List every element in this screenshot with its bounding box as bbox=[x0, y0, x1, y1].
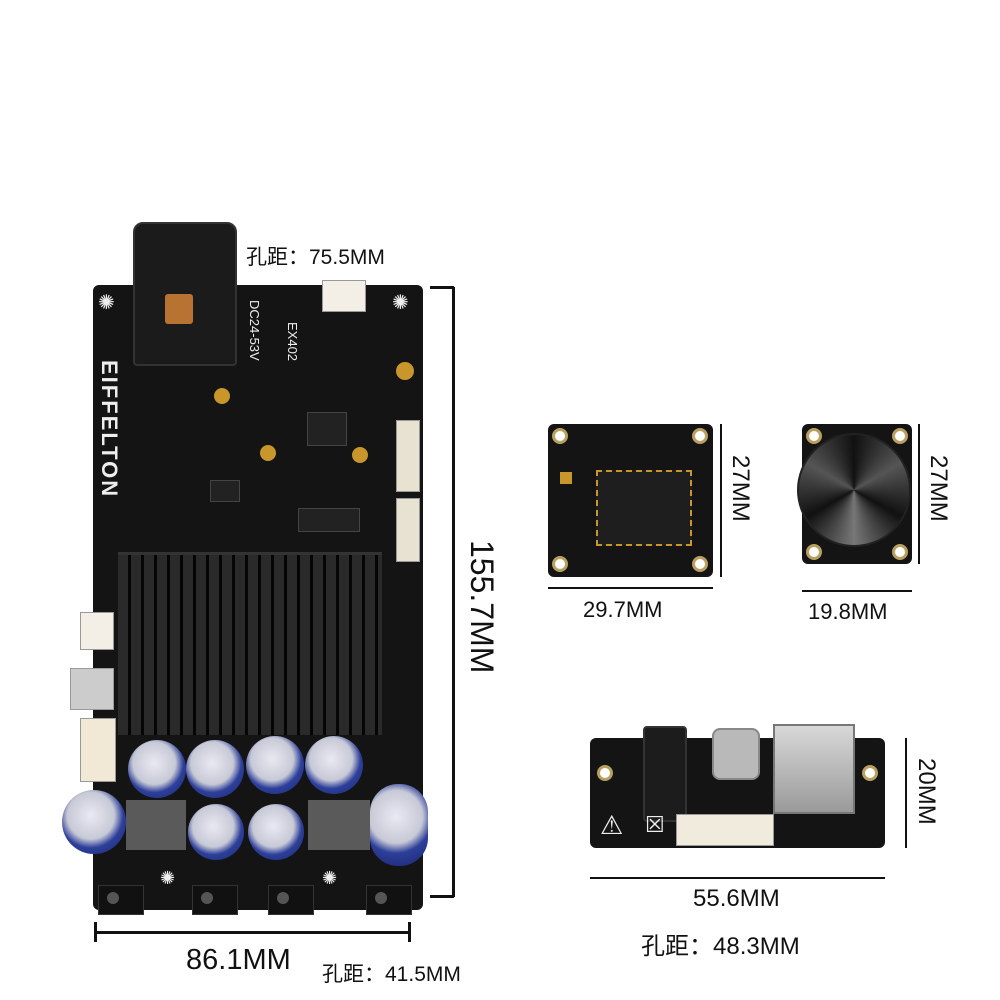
power-rating-silkscreen: DC24-53V bbox=[247, 300, 262, 361]
antenna-pad bbox=[560, 472, 572, 484]
width-dim-tick-right bbox=[408, 922, 411, 942]
corner-mark-icon: ✺ bbox=[392, 292, 409, 314]
io-width-dim-line bbox=[590, 877, 885, 879]
capacitor bbox=[248, 804, 304, 860]
io-hole-spacing-label: 孔距：48.3MM bbox=[641, 933, 800, 960]
mount-hole bbox=[892, 544, 908, 560]
audio-jack bbox=[643, 726, 687, 822]
io-height-dim-line bbox=[905, 738, 907, 848]
width-dim-line bbox=[94, 931, 410, 934]
corner-mark-icon: ✺ bbox=[322, 868, 338, 888]
usb-c-port bbox=[712, 728, 760, 780]
corner-mark-icon: ✺ bbox=[98, 292, 115, 314]
capacitor bbox=[246, 736, 304, 794]
width-dim-tick-left bbox=[94, 922, 97, 942]
weee-bin-icon: ☒ bbox=[645, 812, 665, 837]
height-dim-line bbox=[452, 287, 455, 897]
hole-spacing-bottom-label: 孔距：41.5MM bbox=[322, 963, 461, 986]
left-connector bbox=[80, 612, 114, 650]
left-connector bbox=[70, 668, 114, 710]
knob-width-label: 19.8MM bbox=[808, 599, 888, 624]
height-label: 155.7MM bbox=[464, 540, 500, 674]
capacitor bbox=[188, 804, 244, 860]
capacitor bbox=[128, 740, 186, 798]
gold-standoff bbox=[260, 445, 276, 461]
mount-hole bbox=[552, 428, 568, 444]
bt-height-label: 27MM bbox=[727, 455, 754, 522]
gold-standoff bbox=[396, 362, 414, 380]
mount-hole bbox=[692, 428, 708, 444]
dsp-chip bbox=[307, 412, 347, 446]
side-ribbon-connector bbox=[396, 498, 420, 562]
mount-hole bbox=[862, 765, 878, 781]
brand-silkscreen: EIFFELTON bbox=[97, 360, 122, 499]
io-width-label: 55.6MM bbox=[693, 885, 780, 912]
bt-height-dim-line bbox=[720, 424, 722, 577]
gold-standoff bbox=[214, 388, 230, 404]
speaker-terminal bbox=[268, 885, 314, 915]
amp-chip bbox=[298, 508, 360, 532]
bt-width-label: 29.7MM bbox=[583, 597, 663, 622]
speaker-terminal bbox=[98, 885, 144, 915]
mount-hole bbox=[597, 765, 613, 781]
capacitor bbox=[370, 784, 428, 866]
corner-mark-icon: ✺ bbox=[160, 868, 176, 888]
top-header-connector bbox=[322, 280, 366, 312]
hole-spacing-top-label: 孔距：75.5MM bbox=[246, 246, 385, 269]
gold-standoff bbox=[352, 447, 368, 463]
inductor bbox=[126, 800, 186, 850]
height-dim-tick-bottom bbox=[430, 895, 454, 898]
small-chip bbox=[210, 480, 240, 502]
capacitor bbox=[305, 736, 363, 794]
bt-chip bbox=[596, 470, 692, 546]
mount-hole bbox=[806, 544, 822, 560]
speaker-terminal bbox=[192, 885, 238, 915]
width-label: 86.1MM bbox=[186, 944, 291, 976]
usb-a-port bbox=[773, 724, 855, 814]
side-ribbon-connector bbox=[396, 420, 420, 492]
knob-height-dim-line bbox=[918, 424, 920, 564]
mount-hole bbox=[806, 428, 822, 444]
volume-knob bbox=[797, 433, 911, 547]
heatsink bbox=[118, 552, 382, 735]
mount-hole bbox=[552, 556, 568, 572]
mount-hole bbox=[692, 556, 708, 572]
inductor bbox=[308, 800, 370, 850]
height-dim-tick-top bbox=[430, 286, 454, 289]
esd-warning-icon: ⚠ bbox=[600, 810, 624, 840]
capacitor bbox=[62, 790, 126, 854]
left-connector bbox=[80, 718, 116, 782]
knob-height-label: 27MM bbox=[925, 455, 952, 522]
io-height-label: 20MM bbox=[913, 758, 940, 825]
fpc-connector bbox=[676, 814, 774, 846]
mount-hole bbox=[892, 428, 908, 444]
xlr-power-jack bbox=[133, 222, 237, 366]
capacitor bbox=[186, 740, 244, 798]
speaker-terminal bbox=[366, 885, 412, 915]
bt-width-dim-line bbox=[548, 587, 713, 589]
model-silkscreen: EX402 bbox=[285, 322, 300, 362]
knob-width-dim-line bbox=[802, 590, 912, 592]
